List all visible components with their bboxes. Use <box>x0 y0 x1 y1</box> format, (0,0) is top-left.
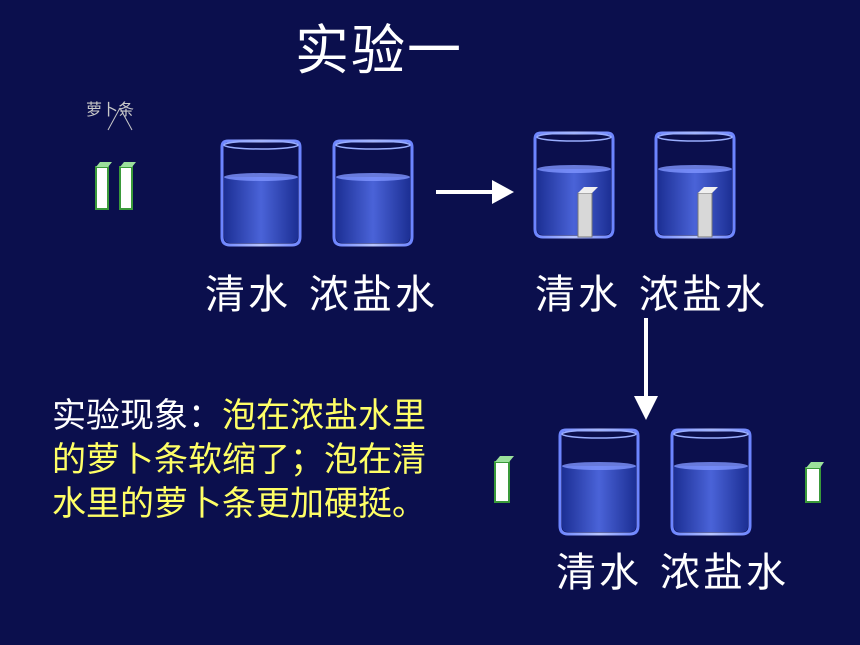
labels-row2: 清水浓盐水 <box>556 540 807 598</box>
labels-row1-right: 清水浓盐水 <box>535 262 786 320</box>
radish-strip-result-left <box>494 456 514 503</box>
arrow-right-icon <box>436 180 514 204</box>
labels-row1-left: 清水浓盐水 <box>205 262 456 320</box>
observation-text: 实验现象：泡在浓盐水里的萝卜条软缩了；泡在清水里的萝卜条更加硬挺。 <box>52 394 452 526</box>
label-salt-water: 浓盐水 <box>660 550 789 596</box>
label-clear-water: 清水 <box>556 550 642 596</box>
label-salt-water: 浓盐水 <box>639 272 768 318</box>
radish-strip-result-right <box>805 462 824 503</box>
label-clear-water: 清水 <box>535 272 621 318</box>
beaker-clear-water-2 <box>533 131 615 239</box>
observation-body: 泡在浓盐水里的萝卜条软缩了；泡在清水里的萝卜条更加硬挺。 <box>52 396 426 524</box>
radish-in-beakers <box>577 187 718 238</box>
beaker-salt-water-1 <box>332 139 414 247</box>
beaker-salt-water-2 <box>654 131 736 239</box>
beaker-salt-water-3 <box>670 428 752 536</box>
page-title: 实验一 <box>295 19 463 82</box>
observation-heading: 实验现象： <box>52 396 222 436</box>
arrow-down-icon <box>634 318 658 420</box>
beaker-clear-water-3 <box>558 428 640 536</box>
label-clear-water: 清水 <box>205 272 291 318</box>
beaker-clear-water-1 <box>220 139 302 247</box>
radish-strips-initial <box>95 107 136 210</box>
radish-label: 萝卜条 <box>86 100 135 119</box>
label-salt-water: 浓盐水 <box>309 272 438 318</box>
